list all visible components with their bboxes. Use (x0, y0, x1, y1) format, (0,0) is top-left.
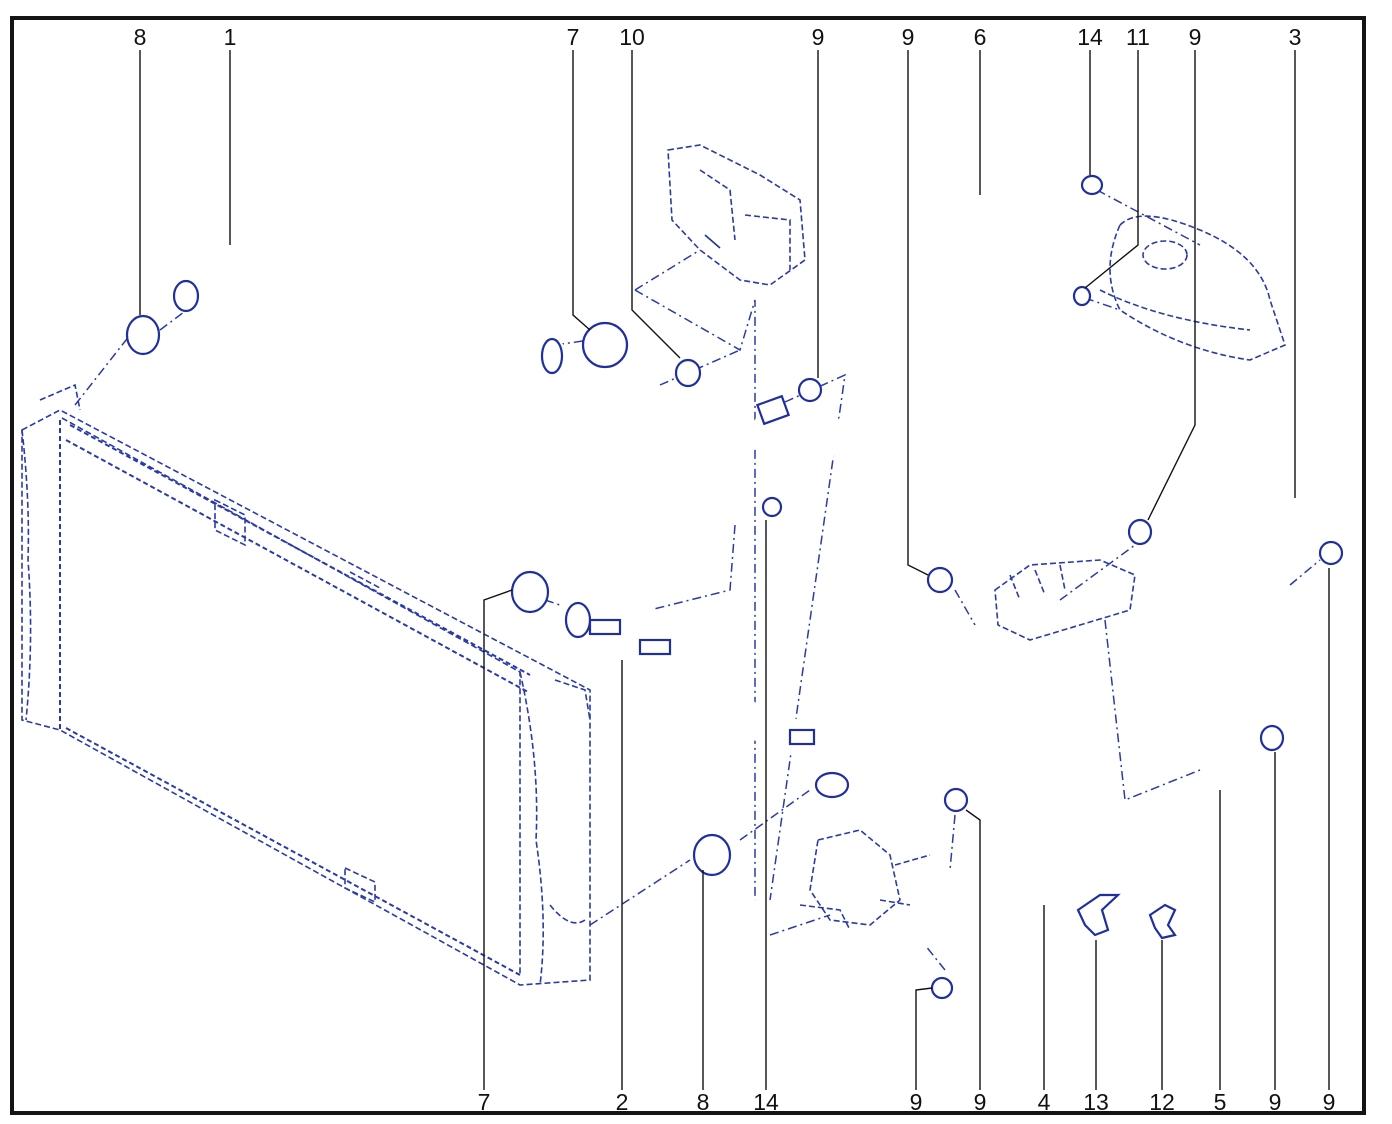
clip-9-b (1127, 518, 1153, 546)
radiator (21, 383, 591, 986)
expansion-tank (1099, 215, 1286, 361)
clamp-8-top (125, 314, 161, 356)
callout-bottom-10: 9 (1269, 1089, 1282, 1115)
callout-top-8: 11 (1126, 24, 1150, 50)
clip-9-d (926, 566, 954, 594)
clip-14-top (1080, 174, 1104, 196)
clip-13 (1076, 893, 1121, 937)
clamp-8-bottom (692, 833, 732, 877)
hose-1 (171, 254, 567, 415)
clamp-7-top (581, 321, 629, 369)
callout-top-5: 9 (902, 24, 915, 50)
clip-10 (674, 358, 702, 388)
hose-6 (792, 161, 1080, 723)
heater-block (994, 559, 1136, 641)
callout-top-0: 8 (134, 24, 147, 50)
clip-11 (1072, 285, 1092, 307)
callout-bottom-2: 8 (697, 1089, 710, 1115)
hose-4 (907, 640, 1071, 938)
callout-top-1: 1 (224, 24, 237, 50)
clamp-7-bottom (510, 570, 550, 614)
callouts-bottom: 7 2 8 14 9 9 4 13 12 5 9 9 (478, 1089, 1336, 1115)
leader-lines (139, 50, 1330, 1090)
callout-bottom-8: 12 (1149, 1089, 1175, 1115)
hose-2 (563, 391, 862, 799)
clip-9-c (1318, 540, 1344, 566)
clip-9-e (943, 787, 969, 813)
callout-bottom-11: 9 (1323, 1089, 1336, 1115)
hose-3 (1158, 484, 1293, 600)
callout-bottom-3: 14 (753, 1089, 779, 1115)
callout-top-7: 14 (1077, 24, 1103, 50)
callout-top-4: 9 (812, 24, 825, 50)
diagram-frame (10, 16, 1366, 1115)
callout-bottom-4: 9 (910, 1089, 923, 1115)
callout-bottom-6: 4 (1038, 1089, 1051, 1115)
clamps (125, 174, 1344, 1000)
callout-bottom-1: 2 (616, 1089, 629, 1115)
callout-bottom-5: 9 (974, 1089, 987, 1115)
clip-9-g (1259, 724, 1285, 752)
clip-9-a (797, 377, 823, 403)
clip-14-mid (761, 496, 783, 518)
clip-9-f (930, 976, 954, 1000)
clip-12 (1148, 903, 1177, 940)
callout-top-3: 10 (619, 24, 645, 50)
throttle-body (667, 144, 806, 286)
callouts-top: 8 1 7 10 9 9 6 14 11 9 3 (134, 24, 1302, 50)
callout-bottom-9: 5 (1214, 1089, 1227, 1115)
hose-5 (1160, 741, 1250, 775)
callout-bottom-0: 7 (478, 1089, 491, 1115)
callout-top-2: 7 (567, 24, 580, 50)
thermostat-housing (799, 829, 931, 931)
callout-top-6: 6 (974, 24, 987, 50)
callout-top-10: 3 (1289, 24, 1302, 50)
callout-bottom-7: 13 (1083, 1089, 1109, 1115)
callout-top-9: 9 (1189, 24, 1202, 50)
